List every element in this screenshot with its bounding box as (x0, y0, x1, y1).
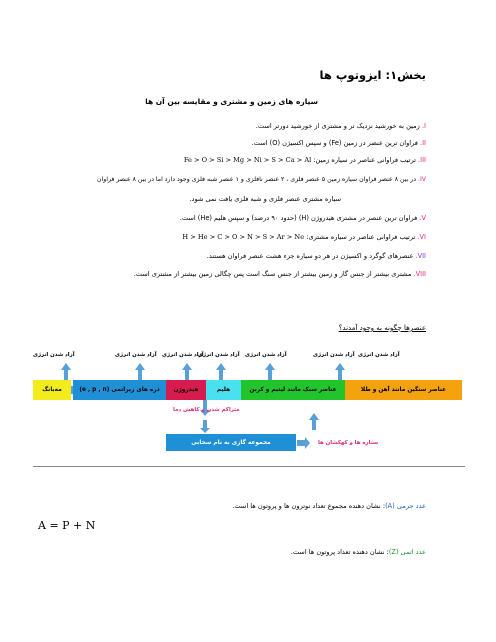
list-item: III. ترتیب فراوانی عناصر در سیاره زمین: … (184, 156, 426, 164)
item-formula: Fe > O > Si > Mg > Ni > S > Ca > Al (183, 156, 312, 164)
item-text: عنصرهای گوگرد و اکسیژن در هر دو سیاره جز… (206, 252, 416, 260)
segment-light-elements: عناصر سبک مانند لیتیم و کربن (241, 380, 345, 400)
energy-label: آزاد شدن انرژی (162, 352, 204, 358)
atomic-number-definition: عدد اتمی (Z): نشان دهنده تعداد پروتون ها… (291, 548, 426, 556)
cooling-label: متراکم شدن و کاهش دما (173, 407, 240, 413)
item-text: ترتیب فراوانی عناصر در سیاره زمین: (313, 156, 419, 164)
down-arrow-icon (200, 420, 210, 433)
item-text: زمین به خورشید نزدیک تر و مشتری از خورشی… (255, 122, 422, 130)
energy-label: آزاد شدن انرژی (33, 352, 75, 358)
segment-subatomic-particles: ذره های زیراتمی (e , p , n) (73, 380, 166, 400)
section-title: بخش۱: ایزوتوپ ها (319, 68, 426, 82)
item-number: V. (419, 214, 426, 222)
mass-number-definition: عدد جرمی (A): نشان دهنده مجموع تعداد نوت… (232, 502, 426, 510)
energy-label: آزاد شدن انرژی (245, 352, 287, 358)
down-arrow-icon (200, 400, 210, 416)
right-arrow-icon (297, 437, 310, 449)
divider (33, 466, 465, 467)
list-item: IV. در بین ۸ عنصر فراوان سیاره زمین ۵ عن… (97, 176, 426, 183)
item-text: ترتیب فراوانی عناصر در سیاره مشتری: (306, 233, 418, 241)
item-text: فراوان ترین عنصر در زمین (Fe) و سپس اکسی… (251, 139, 420, 147)
up-arrow-icon (216, 363, 226, 380)
energy-label: آزاد شدن انرژی (313, 352, 355, 358)
item-number: III. (418, 156, 426, 164)
list-item: VII. عنصرهای گوگرد و اکسیژن در هر دو سیا… (207, 252, 426, 260)
item-number: IV. (417, 176, 426, 183)
segment-heavy-elements: عناصر سنگین مانند آهن و طلا (345, 380, 462, 400)
energy-label: آزاد شدن انرژی (115, 352, 157, 358)
energy-label: آزاد شدن انرژی (198, 352, 240, 358)
up-arrow-icon (265, 363, 275, 380)
item-number: VII. (415, 252, 426, 260)
up-arrow-icon (335, 363, 345, 380)
origin-section-title: عنصرها چگونه به وجود آمدند؟ (338, 324, 426, 332)
energy-label: آزاد شدن انرژی (358, 352, 400, 358)
energy-arrows (61, 363, 345, 380)
up-arrow-icon (309, 413, 319, 430)
segment-big-bang: مه‌بانگ (33, 380, 71, 400)
down-flow (200, 400, 319, 449)
mass-formula: A = P + N (38, 519, 96, 532)
up-arrow-icon (61, 363, 71, 380)
item-number: II. (420, 139, 426, 147)
item-number: VIII. (413, 270, 426, 278)
segment-helium: هلیم (206, 380, 241, 400)
mass-number-text: : نشان دهنده مجموع تعداد نوترون ها و پرو… (232, 502, 386, 510)
atomic-number-text: : نشان دهنده تعداد پروتون ها است. (290, 548, 389, 556)
list-item: II. فراوان ترین عنصر در زمین (Fe) و سپس … (252, 139, 426, 147)
list-item: VIII. مشتری بیشتر از جنس گاز و زمین بیشت… (134, 270, 426, 278)
stars-label: ستاره ها و کهکشان ها (318, 440, 379, 446)
up-arrow-icon (135, 363, 145, 380)
list-item-continuation: سیاره مشتری عنصر فلزی و شبه فلزی یافت نم… (189, 195, 341, 203)
list-item: V. فراوان ترین عنصر در مشتری هیدروژن (H)… (180, 214, 426, 222)
item-text: در بین ۸ عنصر فراوان سیاره زمین ۵ عنصر ف… (97, 176, 418, 183)
up-arrow-icon (182, 363, 192, 380)
list-item: VI. ترتیب فراوانی عناصر در سیاره مشتری: … (182, 233, 426, 241)
item-number: VI. (417, 233, 426, 241)
segment-hydrogen: هیدروژن (166, 380, 206, 400)
item-formula: H > He > C > O > N > S > Ar > Ne (182, 233, 305, 241)
item-text: فراوان ترین عنصر در مشتری هیدروژن (H) (ح… (179, 214, 420, 222)
section-subtitle: سیاره های زمین و مشتری و مقایسه بین آن ه… (145, 97, 318, 106)
atomic-number-label: عدد اتمی (Z) (388, 548, 426, 556)
item-text: مشتری بیشتر از جنس گاز و زمین بیشتر از ج… (133, 270, 414, 278)
galaxy-gas-box: مجموعه گازی به نام سحابی (166, 434, 296, 451)
mass-number-label: عدد جرمی (A) (385, 502, 426, 510)
list-item: I. زمین به خورشید نزدیک تر و مشتری از خو… (256, 122, 426, 130)
item-number: I. (421, 122, 426, 130)
